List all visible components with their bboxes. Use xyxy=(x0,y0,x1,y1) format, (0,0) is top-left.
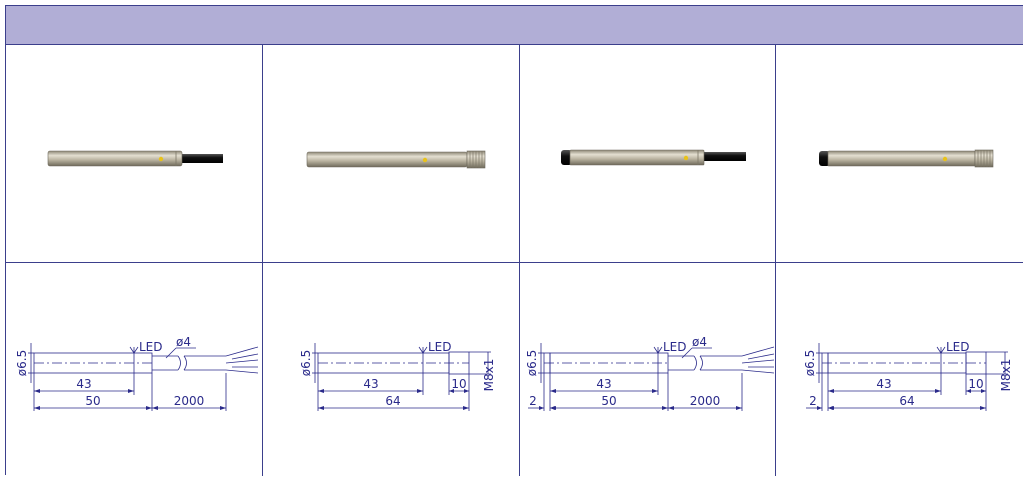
row-divider xyxy=(6,262,1023,263)
product-table: ø6.5 LED ø4 43 50 2000 xyxy=(5,5,1023,476)
led-label: LED xyxy=(428,340,452,354)
column-divider xyxy=(519,45,520,476)
thread-length-label: 10 xyxy=(968,377,983,391)
cable-length-label: 2000 xyxy=(174,394,205,408)
led-label: LED xyxy=(139,340,163,354)
cylindrical-sensor-cable-icon xyxy=(47,150,223,167)
product-photo-cell xyxy=(6,45,262,262)
length-b-label: 64 xyxy=(385,394,400,408)
dimension-drawing: ø6.5 LED ø4 43 50 2000 xyxy=(15,335,259,411)
led-label: LED xyxy=(946,340,970,354)
dimension-drawing-cell: ø6.5 LED ø4 2 43 50 2000 xyxy=(520,263,775,476)
diameter-label: ø6.5 xyxy=(525,350,539,376)
diameter-label: ø6.5 xyxy=(15,350,29,376)
column-divider xyxy=(775,45,776,476)
length-a-label: 43 xyxy=(596,377,611,391)
thread-size-label: M8x1 xyxy=(482,359,496,392)
cylindrical-sensor-m8-connector-icon xyxy=(306,150,486,169)
table-header xyxy=(6,6,1023,45)
offset-label: 2 xyxy=(809,394,817,408)
cable-diameter-label: ø4 xyxy=(692,335,707,349)
thread-length-label: 10 xyxy=(451,377,466,391)
length-b-label: 64 xyxy=(899,394,914,408)
dimension-drawing: ø6.5 LED ø4 2 43 50 2000 xyxy=(525,335,775,411)
dimension-drawing-cell: ø6.5 LED 2 43 64 10 M8x1 xyxy=(776,263,1023,476)
length-a-label: 43 xyxy=(876,377,891,391)
column-divider xyxy=(262,45,263,476)
led-indicator xyxy=(158,156,164,162)
cylindrical-sensor-m8-connector-nonflush-icon xyxy=(819,149,994,168)
led-indicator xyxy=(422,157,428,163)
dimension-drawing-cell: ø6.5 LED ø4 43 50 2000 xyxy=(6,263,262,476)
diameter-label: ø6.5 xyxy=(803,350,817,376)
length-a-label: 43 xyxy=(76,377,91,391)
length-b-label: 50 xyxy=(85,394,100,408)
length-a-label: 43 xyxy=(363,377,378,391)
led-indicator xyxy=(942,156,948,162)
dimension-drawing: ø6.5 LED 43 64 10 M8x1 xyxy=(299,340,496,411)
product-photo-cell xyxy=(520,45,775,262)
length-b-label: 50 xyxy=(601,394,616,408)
cylindrical-sensor-cable-nonflush-icon xyxy=(561,149,746,166)
cable-length-label: 2000 xyxy=(690,394,721,408)
offset-label: 2 xyxy=(529,394,537,408)
thread-icon xyxy=(974,149,994,168)
thread-size-label: M8x1 xyxy=(999,359,1013,392)
product-photo-cell xyxy=(263,45,519,262)
dimension-drawing: ø6.5 LED 2 43 64 10 M8x1 xyxy=(803,340,1013,411)
led-label: LED xyxy=(663,340,687,354)
led-indicator xyxy=(683,155,689,161)
product-photo-cell xyxy=(776,45,1023,262)
cable-diameter-label: ø4 xyxy=(176,335,191,349)
dimension-drawing-cell: ø6.5 LED 43 64 10 M8x1 xyxy=(263,263,519,476)
thread-icon xyxy=(466,150,486,169)
diameter-label: ø6.5 xyxy=(299,350,313,376)
